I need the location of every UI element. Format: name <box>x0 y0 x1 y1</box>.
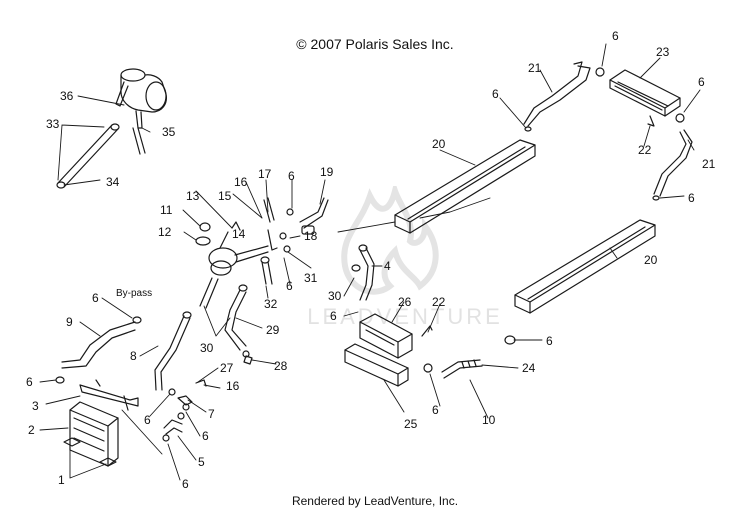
hose-21-lower <box>652 129 693 201</box>
callout-13: 13 <box>186 189 200 203</box>
leadventure-watermark: LEADVENTURE <box>307 186 503 329</box>
callout-6-d: 6 <box>182 477 189 491</box>
callout-6-i: 6 <box>432 403 439 417</box>
callout-6-k: 6 <box>492 87 499 101</box>
rendered-by-text: Rendered by LeadVenture, Inc. <box>291 494 459 508</box>
callout-28: 28 <box>274 359 288 373</box>
upper-coolant-tube <box>394 139 536 234</box>
callout-32: 32 <box>264 297 278 311</box>
callout-5: 5 <box>198 455 205 469</box>
callout-27: 27 <box>220 361 234 375</box>
coolant-reservoir <box>115 68 167 129</box>
heat-exchanger <box>595 67 685 123</box>
lower-coolant-tube <box>514 219 656 314</box>
mounting-bracket-26 <box>359 313 413 359</box>
thermostat-parts <box>195 221 241 246</box>
callout-36: 36 <box>60 89 74 103</box>
callout-33: 33 <box>46 117 60 131</box>
callout-6-b: 6 <box>286 279 293 293</box>
callout-17: 17 <box>258 167 272 181</box>
bypass-hoses-top <box>263 197 329 253</box>
callout-20-a: 20 <box>432 137 446 151</box>
callout-6-a: 6 <box>288 169 295 183</box>
copyright-text: © 2007 Polaris Sales Inc. <box>296 36 454 52</box>
callout-26: 26 <box>398 295 412 309</box>
hose-21-upper <box>523 61 591 132</box>
callout-19: 19 <box>320 165 334 179</box>
callout-6-n: 6 <box>688 191 695 205</box>
callout-30-a: 30 <box>200 341 214 355</box>
bypass-label: By-pass <box>116 288 152 299</box>
callout-6-e: 6 <box>144 413 151 427</box>
hose-29 <box>224 284 250 358</box>
callout-6-f: 6 <box>92 291 99 305</box>
callout-22-a: 22 <box>638 143 652 157</box>
callout-22-b: 22 <box>432 295 446 309</box>
watermark-flame-icon <box>341 186 439 295</box>
callout-12: 12 <box>158 225 172 239</box>
callout-6-m: 6 <box>698 75 705 89</box>
callout-6-l: 6 <box>612 29 619 43</box>
callout-25: 25 <box>404 417 418 431</box>
callout-20-b: 20 <box>644 253 658 267</box>
callout-16-top: 16 <box>234 175 248 189</box>
callout-8: 8 <box>130 349 137 363</box>
callout-35: 35 <box>162 125 176 139</box>
callout-6-h: 6 <box>330 309 337 323</box>
callout-21-b: 21 <box>702 157 716 171</box>
fitting-22-upper <box>647 115 655 127</box>
watermark-text: LEADVENTURE <box>307 304 503 329</box>
leader-lines <box>39 43 701 481</box>
cooler-bracket <box>79 379 139 411</box>
thermostat-housing <box>199 231 269 309</box>
callout-10: 10 <box>482 413 496 427</box>
callout-labels: 36 33 35 34 13 11 12 14 15 16 17 6 19 18… <box>26 29 716 491</box>
callout-18: 18 <box>304 229 318 243</box>
callout-21-a: 21 <box>528 61 542 75</box>
callout-34: 34 <box>106 175 120 189</box>
hose-10 <box>423 335 516 379</box>
callout-31: 31 <box>304 271 318 285</box>
hose-5 <box>162 412 185 442</box>
mounting-bracket-25 <box>344 343 409 387</box>
overflow-hoses <box>56 123 146 189</box>
callout-7: 7 <box>208 407 215 421</box>
callout-3: 3 <box>32 399 39 413</box>
callout-16-b: 16 <box>226 379 240 393</box>
callout-9: 9 <box>66 315 73 329</box>
callout-1: 1 <box>58 473 65 487</box>
callout-6-c: 6 <box>202 429 209 443</box>
hose-8 <box>154 311 192 391</box>
callout-6-g: 6 <box>26 375 33 389</box>
callout-24: 24 <box>522 361 536 375</box>
hose-32 <box>260 256 273 285</box>
callout-14: 14 <box>232 227 246 241</box>
callout-6-j: 6 <box>546 334 553 348</box>
fitting-22-lower <box>421 325 433 337</box>
callout-23: 23 <box>656 45 670 59</box>
callout-15: 15 <box>218 189 232 203</box>
callout-30-b: 30 <box>328 289 342 303</box>
callout-2: 2 <box>28 423 35 437</box>
callout-11: 11 <box>160 203 173 217</box>
hose-4 <box>351 244 375 301</box>
oil-cooler <box>69 401 119 467</box>
callout-29: 29 <box>266 323 280 337</box>
callout-4: 4 <box>384 259 391 273</box>
small-fittings <box>168 355 253 411</box>
